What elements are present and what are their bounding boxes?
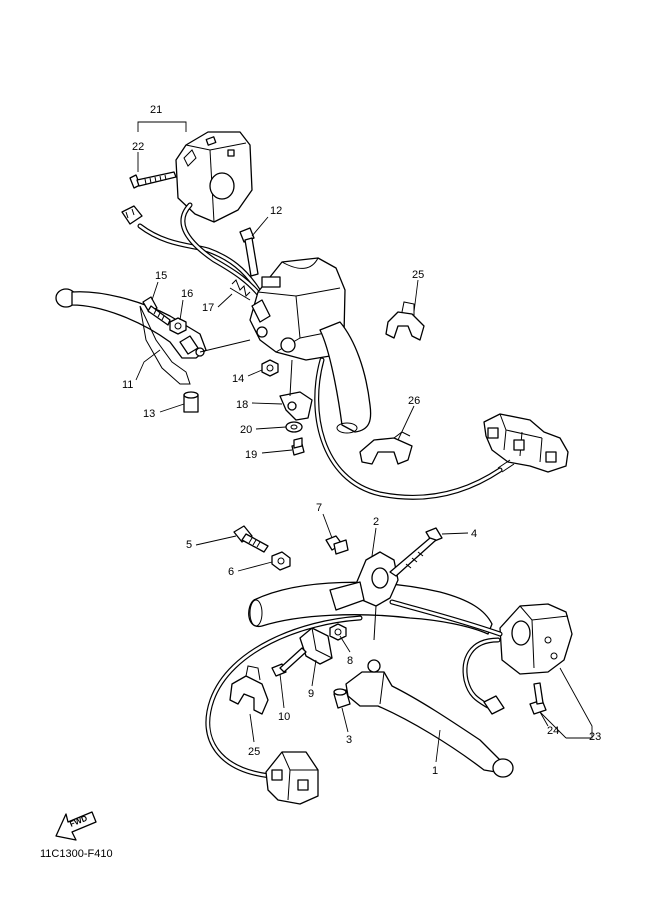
bolt-4 (389, 527, 443, 577)
hand-grip-upper (319, 321, 372, 434)
lower-wire-coupler (265, 751, 319, 805)
bolt-12 (239, 227, 259, 277)
clutch-lever-lower (345, 659, 514, 778)
screw-19 (291, 437, 305, 456)
upper-wire-coupler (483, 413, 569, 473)
screw-10 (271, 647, 307, 677)
callout-20: 20 (240, 424, 252, 436)
screw-15 (142, 296, 171, 326)
collar-3 (333, 688, 351, 709)
wire-clamp-25-upper (385, 301, 425, 341)
callout-16: 16 (181, 288, 193, 300)
callout-25-lower: 25 (248, 746, 260, 758)
callout-3: 3 (346, 734, 352, 746)
nut-14 (261, 359, 279, 377)
callout-23: 23 (589, 731, 601, 743)
callout-12: 12 (270, 205, 282, 217)
nut-8 (329, 623, 347, 641)
spring-17 (229, 279, 251, 301)
callout-1: 1 (432, 765, 438, 777)
wire-clamp-25-lower (229, 665, 269, 715)
callout-8: 8 (347, 655, 353, 667)
brake-switch-18 (279, 359, 313, 421)
master-cylinder (249, 257, 346, 361)
screw-24 (529, 682, 547, 715)
upper-switch-wiring (137, 202, 265, 301)
callout-13: 13 (143, 408, 155, 420)
nut-6 (271, 551, 291, 571)
nut-16 (169, 317, 187, 335)
brake-lever-upper (55, 288, 207, 385)
diagram-code: 11C1300-F410 (40, 848, 113, 860)
callout-2: 2 (373, 516, 379, 528)
fwd-arrow-icon: FWD (55, 811, 97, 841)
wire-clamp-26 (359, 431, 413, 465)
callout-14: 14 (232, 373, 244, 385)
callout-25-upper: 25 (412, 269, 424, 281)
callout-labels: 21 22 12 15 16 17 11 13 14 18 20 19 25 2… (122, 104, 601, 777)
callout-11: 11 (122, 379, 133, 391)
callout-15: 15 (155, 270, 167, 282)
callout-9: 9 (308, 688, 314, 700)
callout-19: 19 (245, 449, 257, 461)
callout-17: 17 (202, 302, 214, 314)
clutch-lever-holder (329, 551, 399, 641)
callout-24: 24 (547, 725, 559, 737)
callout-10: 10 (278, 711, 290, 723)
screw-7 (325, 535, 349, 555)
callout-18: 18 (236, 399, 248, 411)
callout-22: 22 (132, 141, 144, 153)
callout-21: 21 (150, 104, 162, 116)
lower-wire-connector-small (483, 695, 505, 715)
bolt-5 (233, 525, 269, 553)
washer-20 (285, 421, 303, 433)
handlebar-switch-lower (499, 603, 573, 675)
callout-7: 7 (316, 502, 322, 514)
lower-wire-harness (205, 599, 503, 779)
leader-lines (135, 121, 593, 763)
wire-connector-upper (121, 205, 143, 225)
collar-13 (183, 391, 199, 413)
callout-26: 26 (408, 395, 420, 407)
screw-22 (129, 171, 177, 189)
callout-5: 5 (186, 539, 192, 551)
callout-4: 4 (471, 528, 477, 540)
handlebar-switch-upper (175, 131, 253, 223)
clutch-switch-9 (299, 627, 333, 665)
upper-wire-harness (314, 357, 503, 500)
lower-switch-wiring (462, 637, 501, 709)
callout-6: 6 (228, 566, 234, 578)
